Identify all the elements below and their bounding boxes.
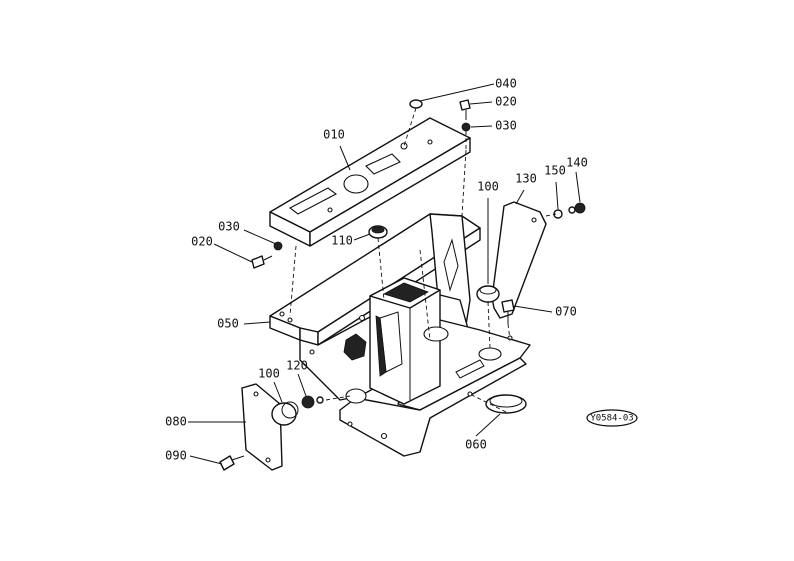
reference-code: Y0584-03 [590,414,633,424]
leader-lines [188,83,581,465]
reference-code-badge: Y0584-03 [586,409,638,427]
side-cover-080 [241,383,283,471]
small-parts [219,99,586,471]
callout-110: 110 [331,234,353,248]
callout-140: 140 [566,156,588,170]
callout-150: 150 [544,164,566,178]
callout-030-top: 030 [495,119,517,133]
assembly-lines [289,107,557,413]
callout-120: 120 [286,359,308,373]
callout-130: 130 [515,172,537,186]
callout-100-left: 100 [258,367,280,381]
callout-labels: 040 020 030 010 100 130 150 140 030 020 … [165,77,588,463]
callout-080: 080 [165,415,187,429]
top-cover-010 [269,117,471,247]
callout-030-left: 030 [218,220,240,234]
callout-100-right: 100 [477,180,499,194]
callout-050: 050 [217,317,239,331]
callout-020-top: 020 [495,95,517,109]
callout-090: 090 [165,449,187,463]
callout-060: 060 [465,438,487,452]
callout-070: 070 [555,305,577,319]
callout-010: 010 [323,128,345,142]
side-cover-130 [491,201,547,319]
callout-040-top: 040 [495,77,517,91]
callout-020-left: 020 [191,235,213,249]
frame-050 [269,213,531,457]
